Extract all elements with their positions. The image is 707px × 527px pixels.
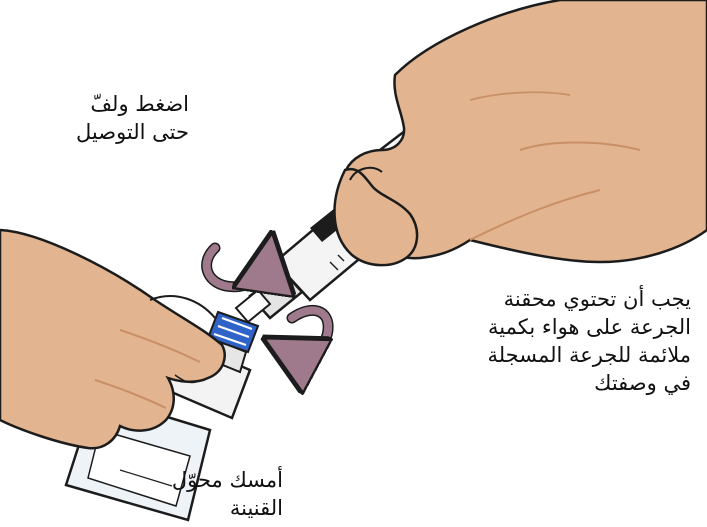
push-and-twist-line-1: اضغط ولفّ: [76, 90, 189, 118]
hold-adapter-line-1: أمسك محوّل: [172, 466, 283, 494]
twist-arrow-lower: [290, 310, 328, 354]
left-hand: [0, 230, 225, 448]
hold-adapter-line-2: القنينة: [172, 494, 283, 522]
syringe-air-caption: يجب أن تحتوي محقنة الجرعة على هواء بكمية…: [487, 285, 691, 397]
right-hand: [335, 0, 707, 265]
syringe-air-line-1: يجب أن تحتوي محقنة: [487, 285, 691, 313]
syringe-air-line-2: الجرعة على هواء بكمية: [487, 313, 691, 341]
push-and-twist-line-2: حتى التوصيل: [76, 118, 189, 146]
push-and-twist-caption: اضغط ولفّ حتى التوصيل: [76, 90, 189, 146]
hold-adapter-caption: أمسك محوّل القنينة: [172, 466, 283, 522]
syringe-air-line-3: ملائمة للجرعة المسجلة: [487, 341, 691, 369]
syringe-air-line-4: في وصفتك: [487, 369, 691, 397]
twist-arrow-upper: [207, 248, 268, 287]
